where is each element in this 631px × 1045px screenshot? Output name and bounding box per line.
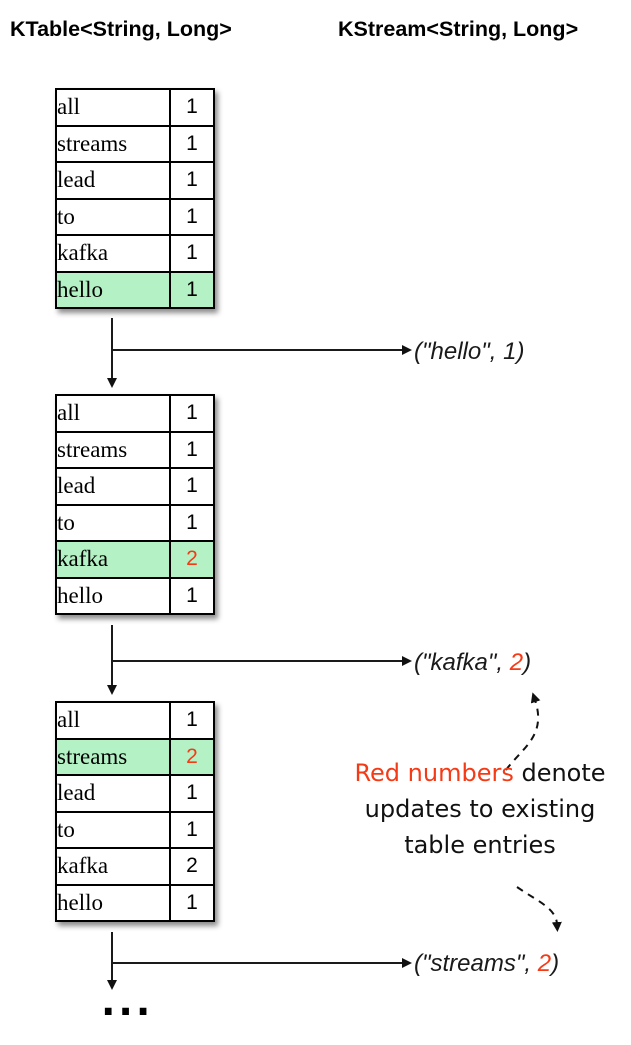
tuple-text: ) [523, 649, 532, 676]
table-cell-value: 2 [169, 540, 215, 579]
table-cell-key: kafka [55, 540, 171, 579]
table-cell-value: 1 [169, 197, 215, 236]
tuple-value: 1 [503, 338, 517, 365]
table-cell-key: to [55, 197, 171, 236]
table-cell-key: streams [55, 430, 171, 469]
kstream-record-streams: ("streams", 2) [414, 950, 559, 978]
table-cell-value: 1 [169, 430, 215, 469]
red-numbers-note: Red numbers denote updates to existing t… [342, 755, 618, 863]
table-cell-key: to [55, 810, 171, 849]
table-cell-key: all [55, 394, 171, 433]
table-cell-key: hello [55, 883, 171, 922]
tuple-value: 2 [537, 950, 552, 977]
annotation-pointer-down-arrow [516, 886, 562, 932]
table-cell-value: 2 [169, 847, 215, 886]
table-cell-value: 1 [169, 810, 215, 849]
kstream-record-hello: ("hello", 1) [414, 338, 524, 366]
table-cell-value: 1 [169, 124, 215, 163]
table-cell-value: 1 [169, 161, 215, 200]
note-line-3: table entries [404, 831, 556, 859]
table-cell-key: all [55, 701, 171, 740]
table-cell-key: all [55, 88, 171, 127]
table-cell-value: 1 [169, 774, 215, 813]
table-cell-value: 1 [169, 883, 215, 922]
table-cell-key: streams [55, 737, 171, 776]
table-cell-value: 1 [169, 270, 215, 309]
kstream-record-kafka: ("kafka", 2) [414, 649, 531, 677]
table-cell-value: 1 [169, 88, 215, 127]
table-cell-key: hello [55, 270, 171, 309]
table-cell-key: lead [55, 774, 171, 813]
table-cell-value: 1 [169, 394, 215, 433]
note-text: denote [513, 759, 606, 787]
table-cell-key: to [55, 503, 171, 542]
table-cell-value: 2 [169, 737, 215, 776]
note-line-2: updates to existing [364, 795, 596, 823]
tuple-text: ("kafka", [414, 649, 510, 676]
tuple-text: ("streams", [414, 950, 538, 977]
table-cell-key: streams [55, 124, 171, 163]
table-cell-key: kafka [55, 234, 171, 273]
table-cell-value: 1 [169, 701, 215, 740]
table-cell-key: lead [55, 161, 171, 200]
tuple-text: ) [551, 950, 560, 977]
kstream-header: KStream<String, Long> [338, 17, 579, 41]
table-cell-key: lead [55, 467, 171, 506]
note-line-1: Red numbers denote [342, 755, 618, 791]
continuation-ellipsis: ... [101, 980, 154, 1024]
tuple-value: 2 [509, 649, 524, 676]
table-cell-value: 1 [169, 467, 215, 506]
table-cell-value: 1 [169, 503, 215, 542]
tuple-text: ) [516, 338, 525, 365]
note-red-text: Red numbers [354, 759, 514, 787]
table-cell-value: 1 [169, 234, 215, 273]
table-cell-key: kafka [55, 847, 171, 886]
tuple-text: ("hello", [414, 338, 504, 365]
table-cell-value: 1 [169, 576, 215, 615]
ktable-header: KTable<String, Long> [10, 17, 232, 41]
table-cell-key: hello [55, 576, 171, 615]
